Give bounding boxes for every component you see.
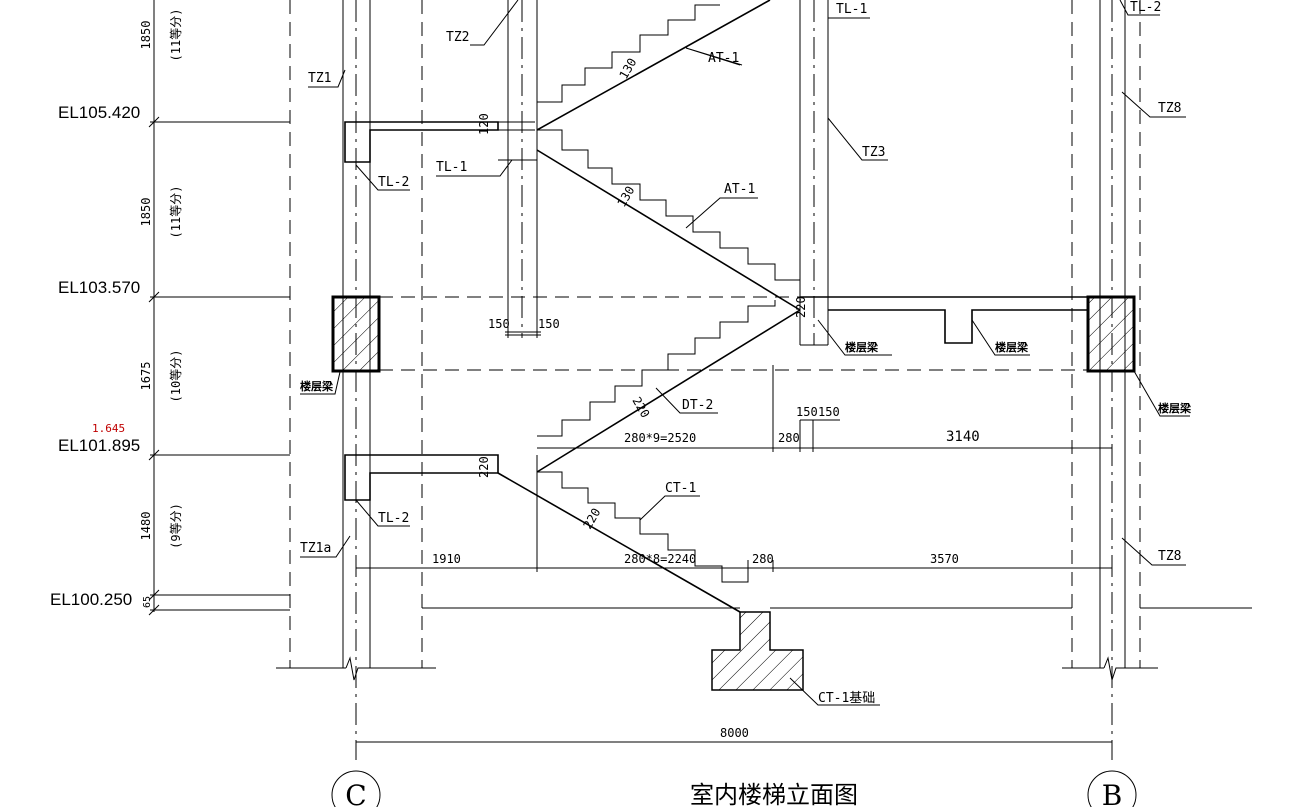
- tag-tz2: TZ2: [446, 30, 469, 45]
- dim-thk-220a: 220: [794, 296, 808, 318]
- column-c: [276, 0, 535, 760]
- elevation-105420: EL105.420: [58, 103, 140, 122]
- dim-150d: 150: [818, 405, 840, 419]
- floor-steps-4: (9等分): [169, 503, 183, 549]
- column-b: [1062, 0, 1158, 760]
- dim-150c: 150: [796, 405, 818, 419]
- floor-steps-2: (11等分): [169, 186, 183, 239]
- dim-150a: 150: [488, 317, 510, 331]
- tag-dt2: DT-2: [682, 398, 713, 413]
- tag-beam-right: 楼层梁: [1158, 401, 1192, 415]
- dim-thk-130b: 130: [614, 184, 637, 210]
- tag-at1-top: AT-1: [708, 51, 739, 66]
- tag-tl1-top: TL-1: [836, 2, 867, 17]
- floor-height-4: 1480: [139, 512, 153, 541]
- axis-label-b: B: [1102, 779, 1123, 807]
- tag-tz8-top: TZ8: [1158, 101, 1181, 116]
- elevation-note-1645: 1.645: [92, 422, 125, 435]
- tag-tl2-top: TL-2: [1130, 0, 1161, 15]
- tag-beam-mid1: 楼层梁: [845, 340, 879, 354]
- tag-ct1-base: CT-1基础: [818, 691, 875, 706]
- tag-tz1: TZ1: [308, 71, 331, 86]
- tag-beam-mid2: 楼层梁: [995, 340, 1029, 354]
- axis-markers: [331, 770, 1137, 807]
- dim-thk-220c: 220: [477, 456, 491, 478]
- column-tz3: [799, 0, 829, 346]
- tag-beam-left: 楼层梁: [300, 379, 334, 393]
- dim-thk-130a: 130: [616, 56, 639, 82]
- tag-tz1a: TZ1a: [300, 541, 331, 556]
- stair-at1-upper: [536, 0, 771, 131]
- dim-total-8000: 8000: [720, 726, 749, 740]
- tag-ct1: CT-1: [665, 481, 696, 496]
- dim-1910: 1910: [432, 552, 461, 566]
- tag-tz3: TZ3: [862, 145, 885, 160]
- floor-height-1: 1850: [139, 21, 153, 50]
- horizontal-dimensions: [356, 334, 1112, 743]
- elevation-101895: EL101.895: [58, 436, 140, 455]
- left-dimension-chain: [148, 0, 160, 616]
- elevation-103570: EL103.570: [58, 278, 140, 297]
- leader-lines: [300, 0, 1190, 706]
- floor-height-2: 1850: [139, 198, 153, 227]
- tag-tl2-low: TL-2: [378, 511, 409, 526]
- column-tz2: [498, 0, 541, 338]
- floor-beams: [379, 296, 1088, 371]
- dim-3570: 3570: [930, 552, 959, 566]
- dim-landing-280b: 280: [752, 552, 774, 566]
- dim-landing-280a: 280: [778, 431, 800, 445]
- floor-steps-1: (11等分): [169, 9, 183, 62]
- tag-tl2-mid: TL-2: [378, 175, 409, 190]
- dim-thk-220d: 220: [580, 506, 603, 532]
- ct1-foundation: [711, 611, 804, 691]
- dim-150b: 150: [538, 317, 560, 331]
- axis-label-c: C: [345, 779, 366, 807]
- tag-at1-mid: AT-1: [724, 182, 755, 197]
- floor-steps-3: (10等分): [169, 350, 183, 403]
- tag-tz8-low: TZ8: [1158, 549, 1181, 564]
- dim-3140: 3140: [946, 429, 980, 445]
- dim-run-upper: 280*9=2520: [624, 431, 696, 445]
- tag-tl1-mid: TL-1: [436, 160, 467, 175]
- dim-run-lower: 280*8=2240: [624, 552, 696, 566]
- dim-thk-120: 120: [477, 113, 491, 135]
- stair-at1-middle: [536, 129, 801, 311]
- level-lines: [150, 121, 1252, 611]
- floor-height-5: 65: [142, 596, 153, 608]
- floor-height-3: 1675: [139, 362, 153, 391]
- stair-ct1: [497, 455, 770, 613]
- dim-thk-220b: 220: [629, 395, 652, 421]
- stair-dt2: [536, 300, 801, 473]
- elevation-100250: EL100.250: [50, 590, 132, 609]
- drawing-title: 室内楼梯立面图: [690, 781, 858, 807]
